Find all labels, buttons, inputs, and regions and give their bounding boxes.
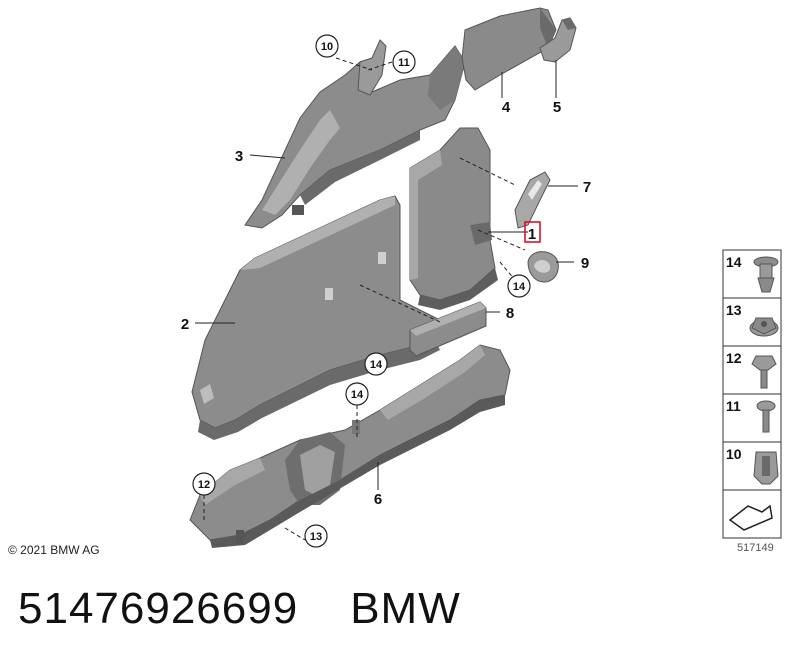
leader-lines bbox=[195, 60, 578, 490]
svg-text:13: 13 bbox=[310, 531, 322, 543]
fastener-label-11: 11 bbox=[726, 398, 741, 414]
part-6-carrier[interactable] bbox=[189, 344, 511, 548]
svg-text:11: 11 bbox=[398, 57, 410, 69]
circle-callout-12: 12 bbox=[192, 472, 216, 496]
part-9-cap[interactable] bbox=[527, 251, 559, 283]
callout-5: 5 bbox=[553, 99, 561, 116]
callout-3: 3 bbox=[235, 148, 243, 165]
callout-2: 2 bbox=[181, 316, 189, 333]
circle-callout-14-a: 14 bbox=[507, 274, 531, 298]
highlight-box bbox=[524, 221, 541, 243]
direction-arrow-row bbox=[722, 489, 782, 539]
part-7-bracket[interactable] bbox=[514, 171, 551, 229]
copyright-text: © 2021 BMW AG bbox=[8, 543, 100, 557]
fastener-label-13: 13 bbox=[726, 302, 742, 318]
fastener-panel: 14 13 12 11 10 bbox=[722, 249, 782, 539]
fastener-row-13[interactable]: 13 bbox=[722, 297, 782, 347]
part-4-cover[interactable] bbox=[461, 7, 557, 91]
callout-6: 6 bbox=[374, 491, 382, 508]
callout-4: 4 bbox=[502, 99, 511, 116]
part-3-upper-trim[interactable] bbox=[244, 39, 466, 229]
callout-7: 7 bbox=[583, 179, 591, 196]
circle-callout-14-b: 14 bbox=[364, 352, 388, 376]
svg-text:14: 14 bbox=[351, 389, 364, 401]
part-number: 51476926699 bbox=[18, 584, 299, 633]
brand-name: BMW bbox=[350, 584, 461, 633]
part-caption: 51476926699 BMW bbox=[18, 584, 461, 634]
dashed-leaders bbox=[203, 57, 526, 541]
fastener-label-14: 14 bbox=[726, 254, 742, 270]
circle-callout-13: 13 bbox=[304, 524, 328, 548]
part-1-side-trim-panel[interactable] bbox=[409, 127, 498, 310]
circle-callout-11: 11 bbox=[392, 50, 416, 74]
svg-text:10: 10 bbox=[321, 41, 333, 53]
svg-text:12: 12 bbox=[198, 479, 210, 491]
fastener-row-10[interactable]: 10 bbox=[722, 441, 782, 491]
fastener-label-10: 10 bbox=[726, 446, 742, 462]
part-8-cover-plate[interactable] bbox=[409, 301, 487, 357]
callout-9: 9 bbox=[581, 255, 589, 272]
circle-callout-10: 10 bbox=[315, 34, 339, 58]
callout-1: 1 bbox=[528, 226, 536, 243]
circled-callouts: 10 11 12 13 14 14 14 bbox=[192, 34, 531, 548]
diagram-number: 517149 bbox=[737, 542, 774, 554]
fastener-row-14[interactable]: 14 bbox=[722, 249, 782, 299]
svg-text:14: 14 bbox=[370, 359, 383, 371]
fastener-row-12[interactable]: 12 bbox=[722, 345, 782, 395]
callout-8: 8 bbox=[506, 305, 514, 322]
fastener-label-12: 12 bbox=[726, 350, 742, 366]
callout-labels: 1 2 3 4 5 6 7 8 9 bbox=[181, 99, 591, 508]
part-5-trim-clip[interactable] bbox=[539, 17, 577, 63]
svg-text:14: 14 bbox=[513, 281, 526, 293]
arrow-icon bbox=[728, 504, 773, 531]
fastener-row-11[interactable]: 11 bbox=[722, 393, 782, 443]
circle-callout-14-c: 14 bbox=[345, 382, 369, 406]
